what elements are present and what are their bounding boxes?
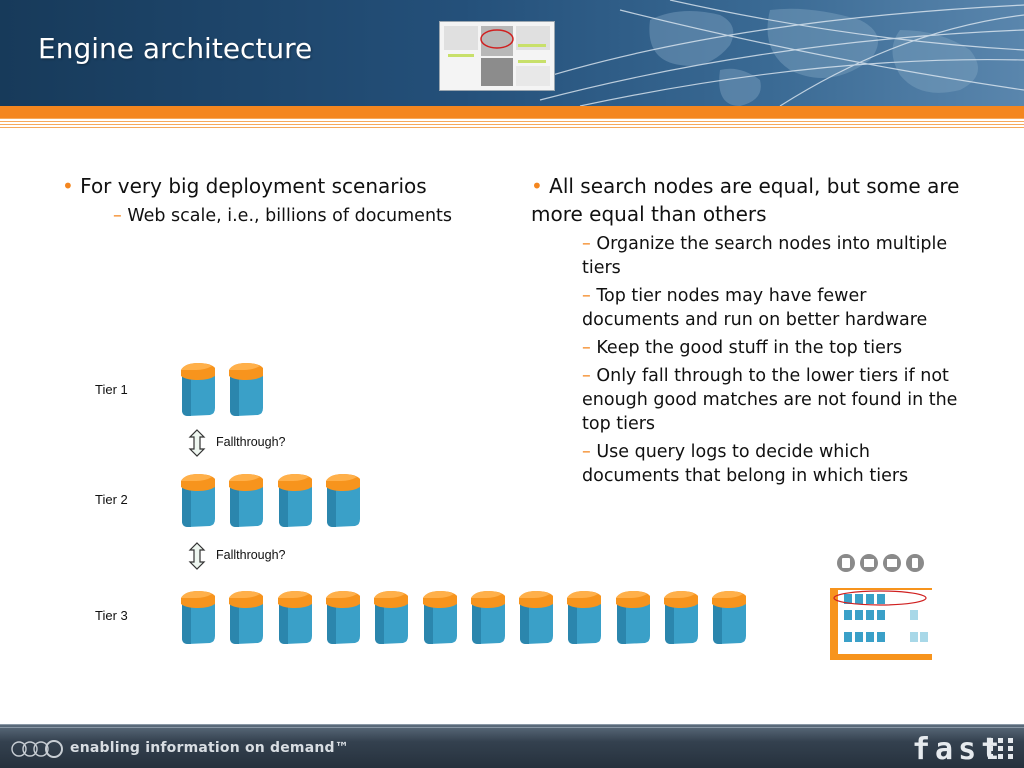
sub-bullet-text: Keep the good stuff in the top tiers (596, 338, 903, 358)
server-node-icon (519, 591, 554, 644)
footer-tagline: enabling information on demand™ (70, 740, 349, 756)
bullet-item: • For very big deployment scenarios (62, 174, 427, 198)
bullet-text: For very big deployment scenarios (80, 174, 427, 198)
bullet-text: All search nodes are equal, but some are… (531, 174, 960, 226)
server-node-icon (229, 591, 264, 644)
world-map-graphic (520, 0, 1024, 106)
sub-bullet-item: – Top tier nodes may have fewer document… (582, 286, 928, 330)
sub-bullet-item: – Web scale, i.e., billions of documents (113, 206, 453, 226)
header-stripes (0, 118, 1024, 128)
server-node-icon (374, 591, 409, 644)
server-node-icon (229, 474, 264, 527)
tier-label: Tier 3 (95, 608, 128, 623)
sub-bullet-text: Organize the search nodes into multiple … (582, 234, 948, 278)
fallthrough-arrow-icon (188, 429, 206, 457)
fallthrough-label: Fallthrough? (216, 548, 286, 562)
left-bullets: • For very big deployment scenarios – We… (62, 172, 502, 228)
logo-dots-icon (988, 738, 1013, 759)
server-node-icon (325, 591, 360, 644)
server-node-icon (181, 363, 215, 416)
architecture-thumbnail (439, 21, 555, 91)
server-node-icon (470, 591, 505, 644)
server-node-icon (181, 474, 215, 527)
tier-label: Tier 2 (95, 492, 128, 507)
right-bullets: • All search nodes are equal, but some a… (531, 172, 961, 488)
fallthrough-arrow-icon (188, 542, 206, 570)
server-node-icon (615, 591, 650, 644)
circles-logo-icon (11, 740, 63, 758)
sub-bullet-item: – Use query logs to decide which documen… (582, 442, 909, 486)
bullet-item: • All search nodes are equal, but some a… (531, 174, 960, 226)
tier-thumbnail (830, 554, 932, 660)
sub-bullet-text: Only fall through to the lower tiers if … (582, 366, 958, 434)
slide-header: Engine architecture (0, 0, 1024, 106)
server-node-icon (712, 591, 747, 644)
server-node-icon (325, 474, 360, 527)
slide-footer: enabling information on demand™ fast (0, 724, 1024, 768)
header-accent-bar (0, 106, 1024, 118)
fast-logo: fast (912, 732, 1005, 767)
server-node-icon (181, 591, 215, 644)
server-node-icon (277, 474, 312, 527)
server-node-icon (229, 363, 264, 416)
sub-bullet-item: – Only fall through to the lower tiers i… (582, 366, 958, 434)
sub-bullet-item: – Organize the search nodes into multipl… (582, 234, 948, 278)
server-node-icon (664, 591, 698, 644)
sub-bullet-text: Use query logs to decide which documents… (582, 442, 909, 486)
footer-stripes (0, 724, 1024, 730)
server-node-icon (277, 591, 312, 644)
fallthrough-label: Fallthrough? (216, 435, 286, 449)
page-title: Engine architecture (38, 32, 313, 65)
sub-bullet-item: – Keep the good stuff in the top tiers (582, 338, 903, 358)
sub-bullet-text: Web scale, i.e., billions of documents (127, 206, 453, 226)
server-node-icon (422, 591, 457, 644)
tier-label: Tier 1 (95, 382, 128, 397)
server-node-icon (567, 591, 602, 644)
sub-bullet-text: Top tier nodes may have fewer documents … (582, 286, 928, 330)
